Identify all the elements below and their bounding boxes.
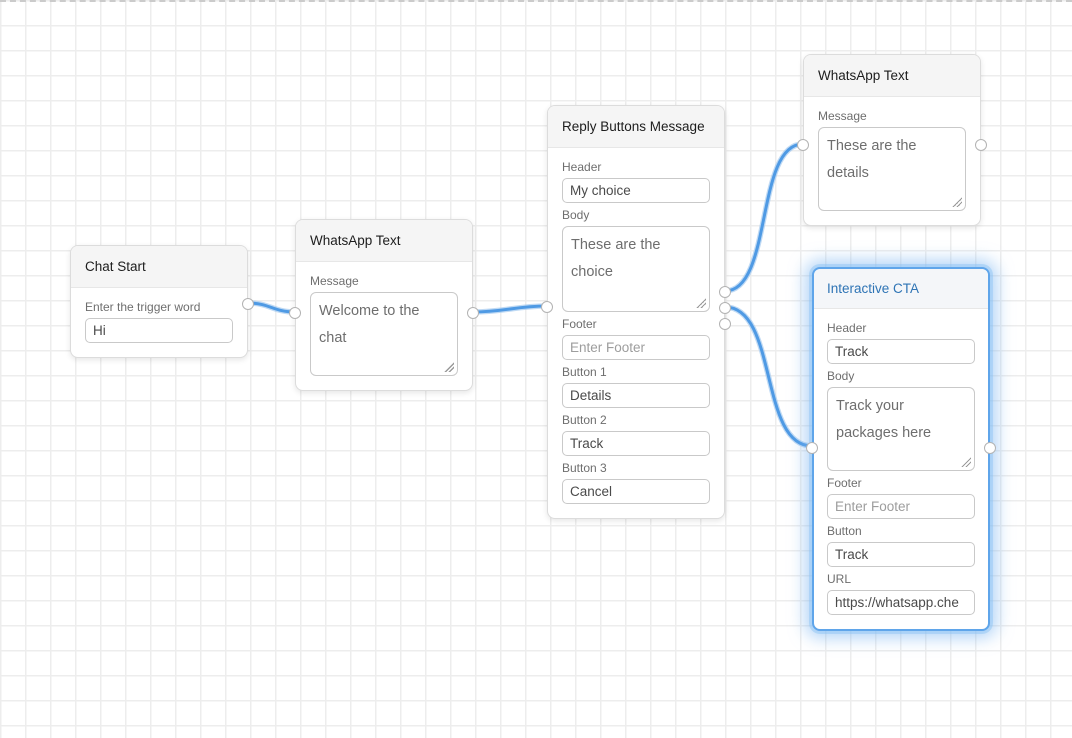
- node-title[interactable]: Interactive CTA: [814, 269, 988, 309]
- header-input[interactable]: [562, 178, 710, 203]
- url-input[interactable]: [827, 590, 975, 615]
- target-handle[interactable]: [806, 442, 818, 454]
- button-input[interactable]: [827, 542, 975, 567]
- edge-chat-start-to-whatsapp-text-1[interactable]: [246, 301, 297, 314]
- body-label: Body: [562, 208, 590, 222]
- source-handle[interactable]: [242, 298, 254, 310]
- message-label: Message: [818, 109, 867, 123]
- footer-label: Footer: [562, 317, 597, 331]
- trigger-word-input[interactable]: [85, 318, 233, 343]
- source-handle[interactable]: [975, 139, 987, 151]
- canvas-boundary-top: [0, 0, 1072, 2]
- header-input[interactable]: [827, 339, 975, 364]
- source-handle[interactable]: [984, 442, 996, 454]
- edge-reply-buttons-to-whatsapp-text-2[interactable]: [723, 142, 805, 293]
- node-whatsapp-text-1[interactable]: WhatsApp Text Message Welcome to the cha…: [289, 219, 479, 391]
- node-title[interactable]: WhatsApp Text: [296, 220, 472, 262]
- node-reply-buttons-message[interactable]: Reply Buttons Message Header Body These …: [541, 105, 731, 519]
- header-label: Header: [562, 160, 602, 174]
- node-whatsapp-text-2[interactable]: WhatsApp Text Message These are the deta…: [797, 54, 987, 226]
- button-2-label: Button 2: [562, 413, 607, 427]
- node-interactive-cta[interactable]: Interactive CTA Header Body Track your p…: [806, 267, 996, 631]
- button-label: Button: [827, 524, 862, 538]
- body-textarea[interactable]: These are the choice: [562, 226, 710, 312]
- button-1-input[interactable]: [562, 383, 710, 408]
- footer-input[interactable]: [562, 335, 710, 360]
- node-chat-start[interactable]: Chat Start Enter the trigger word: [70, 245, 254, 358]
- node-title[interactable]: WhatsApp Text: [804, 55, 980, 97]
- edge-reply-buttons-to-interactive-cta[interactable]: [723, 305, 814, 448]
- source-handle[interactable]: [467, 307, 479, 319]
- body-textarea[interactable]: Track your packages here: [827, 387, 975, 471]
- button-2-input[interactable]: [562, 431, 710, 456]
- url-label: URL: [827, 572, 852, 586]
- source-handle-button-1[interactable]: [719, 286, 731, 298]
- trigger-word-label: Enter the trigger word: [85, 300, 201, 314]
- edge-whatsapp-text-1-to-reply-buttons[interactable]: [471, 304, 549, 314]
- button-3-input[interactable]: [562, 479, 710, 504]
- button-3-label: Button 3: [562, 461, 607, 475]
- body-label: Body: [827, 369, 855, 383]
- node-title[interactable]: Reply Buttons Message: [548, 106, 724, 148]
- button-1-label: Button 1: [562, 365, 607, 379]
- source-handle-button-2[interactable]: [719, 302, 731, 314]
- target-handle[interactable]: [541, 301, 553, 313]
- footer-input[interactable]: [827, 494, 975, 519]
- header-label: Header: [827, 321, 867, 335]
- message-label: Message: [310, 274, 359, 288]
- footer-label: Footer: [827, 476, 862, 490]
- target-handle[interactable]: [289, 307, 301, 319]
- message-textarea[interactable]: Welcome to the chat: [310, 292, 458, 376]
- node-title[interactable]: Chat Start: [71, 246, 247, 288]
- message-textarea[interactable]: These are the details: [818, 127, 966, 211]
- source-handle-button-3[interactable]: [719, 318, 731, 330]
- target-handle[interactable]: [797, 139, 809, 151]
